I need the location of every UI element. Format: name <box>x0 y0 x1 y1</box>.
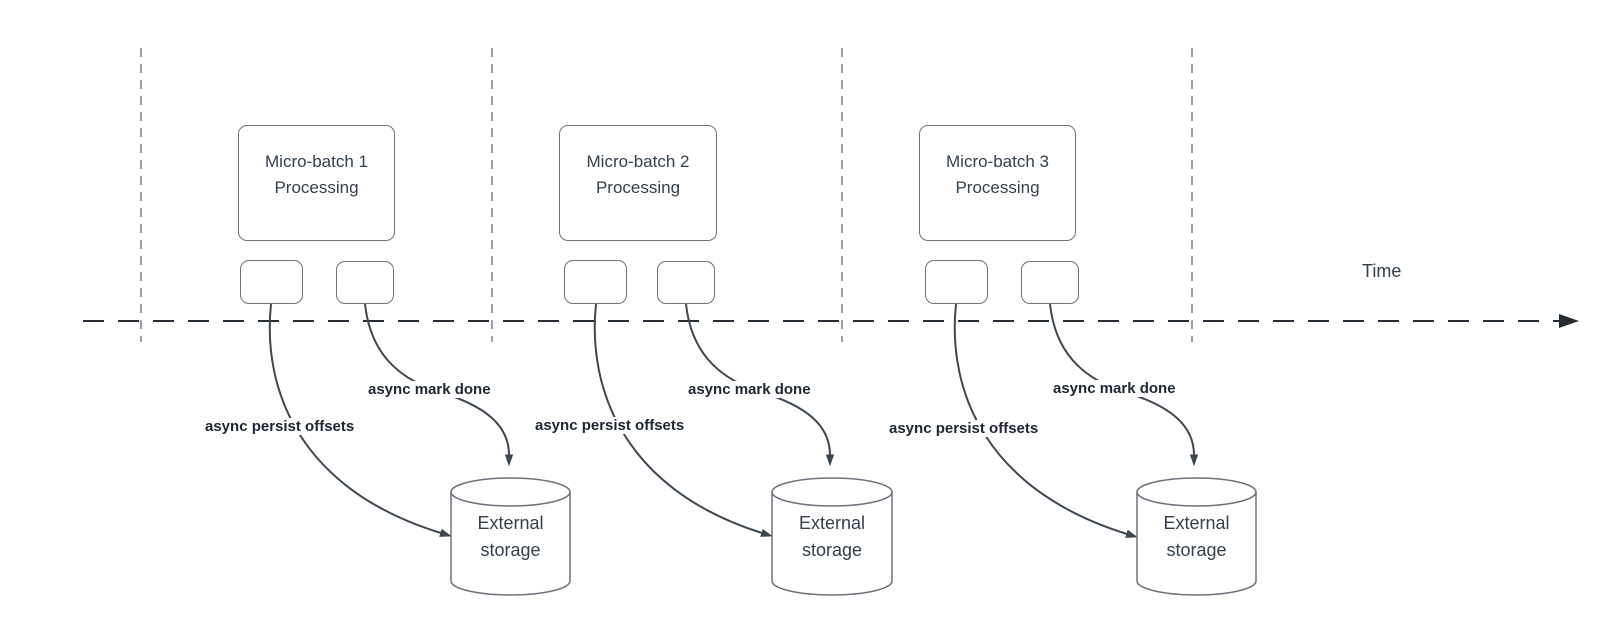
time-axis-label: Time <box>1362 261 1402 281</box>
external-storage-label-3: External storage <box>1163 513 1230 560</box>
mark-done-arrow-2 <box>685 303 835 467</box>
external-storage-label-2: External storage <box>798 513 866 560</box>
micro-batch-2-label: Micro-batch 2 Processing <box>586 152 690 197</box>
async-op-node-1-persist <box>240 260 303 304</box>
persist-offsets-label-1: async persist offsets <box>203 418 357 435</box>
async-op-node-3-persist <box>925 260 988 304</box>
micro-batch-1-label: Micro-batch 1 Processing <box>265 152 368 197</box>
async-op-node-2-mark <box>657 261 715 304</box>
micro-batch-1-box: Micro-batch 1 Processing <box>238 125 395 241</box>
mark-done-label-2: async mark done <box>686 381 813 398</box>
external-storage-label-1: External storage <box>477 513 544 560</box>
mark-done-arrow-1 <box>364 303 514 467</box>
async-op-node-2-persist <box>564 260 627 304</box>
micro-batch-2-box: Micro-batch 2 Processing <box>559 125 717 241</box>
external-storage-cylinder-2 <box>771 477 893 596</box>
external-storage-cylinder-1 <box>450 477 571 596</box>
async-op-node-3-mark <box>1021 261 1079 304</box>
micro-batch-3-box: Micro-batch 3 Processing <box>919 125 1076 241</box>
external-storage-cylinder-3 <box>1136 477 1257 596</box>
persist-offsets-label-3: async persist offsets <box>887 420 1041 437</box>
micro-batch-3-label: Micro-batch 3 Processing <box>946 152 1049 197</box>
persist-offsets-label-2: async persist offsets <box>533 417 687 434</box>
mark-done-label-3: async mark done <box>1051 380 1178 397</box>
async-op-node-1-mark <box>336 261 394 304</box>
mark-done-label-1: async mark done <box>366 381 493 398</box>
persist-offsets-arrow-3 <box>953 303 1138 538</box>
persist-offsets-arrow-2 <box>593 303 773 537</box>
